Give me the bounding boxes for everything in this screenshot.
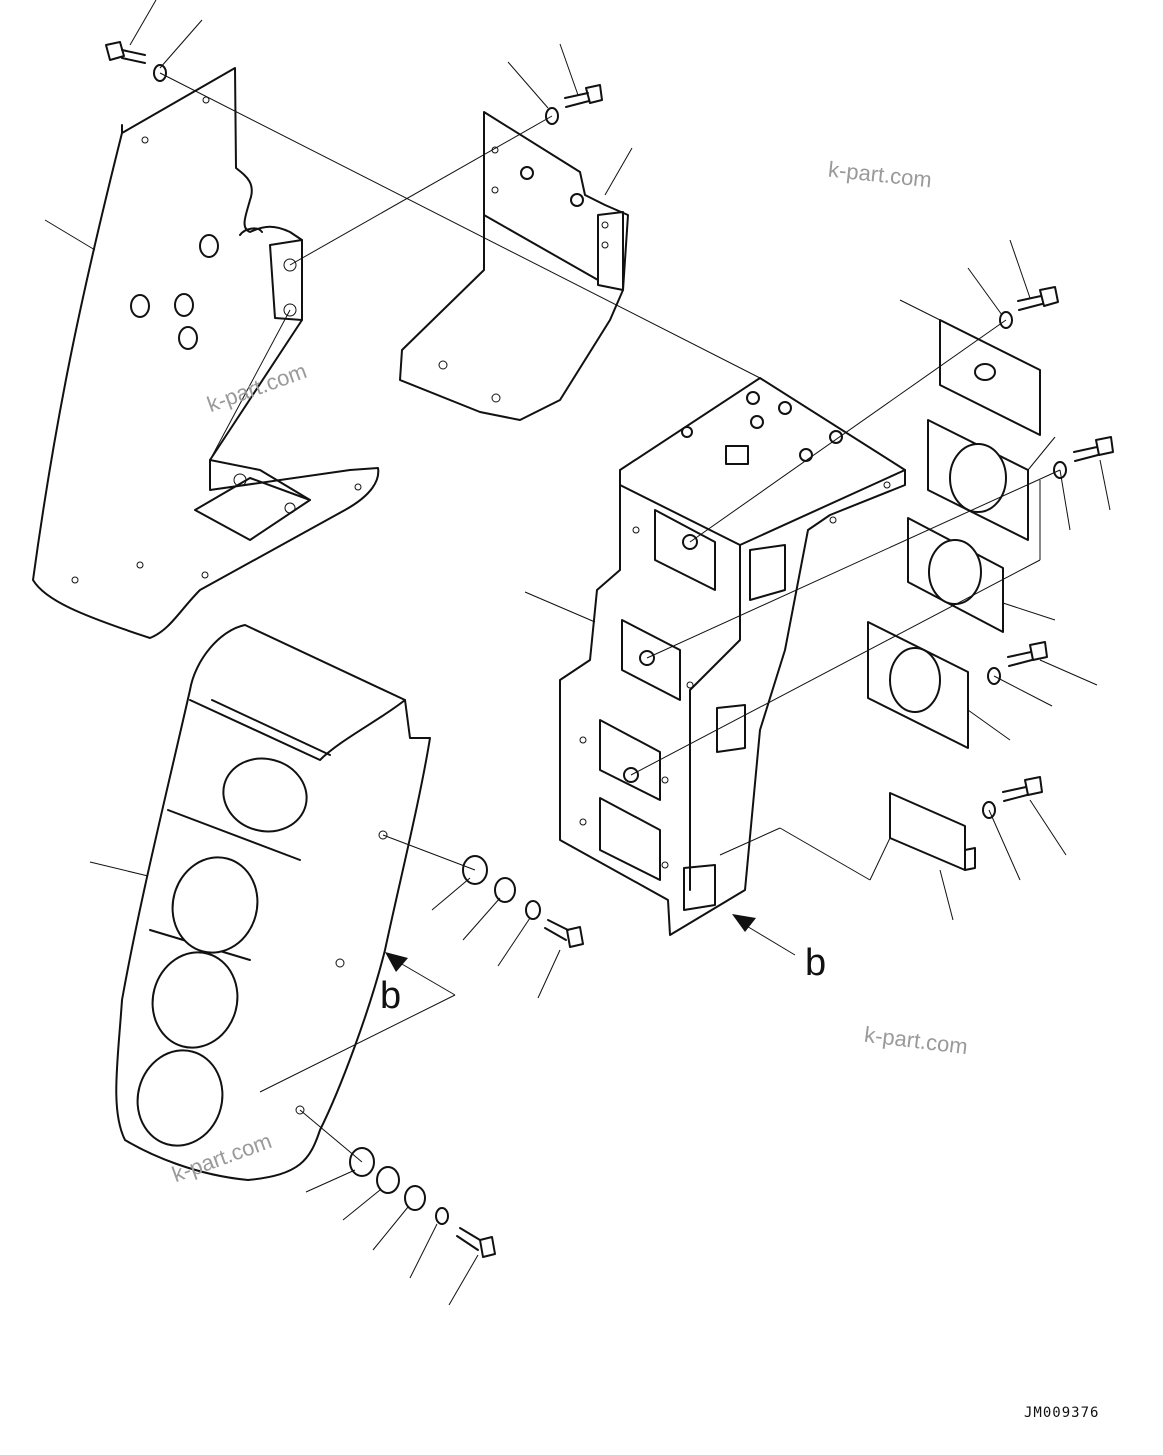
leader-lines — [129, 0, 1111, 1306]
drawing-code: JM009376 — [1024, 1405, 1100, 1421]
lower-left-lamp-housing — [89, 624, 431, 1181]
right-side-plates — [867, 299, 1056, 921]
upper-center-bracket-panel — [399, 111, 633, 421]
center-right-frame-bracket — [524, 377, 906, 936]
view-label-b-right: b — [805, 942, 827, 984]
fasteners — [105, 41, 1114, 1258]
upper-left-cover-panel — [32, 67, 380, 639]
view-label-b-left: b — [380, 975, 402, 1017]
